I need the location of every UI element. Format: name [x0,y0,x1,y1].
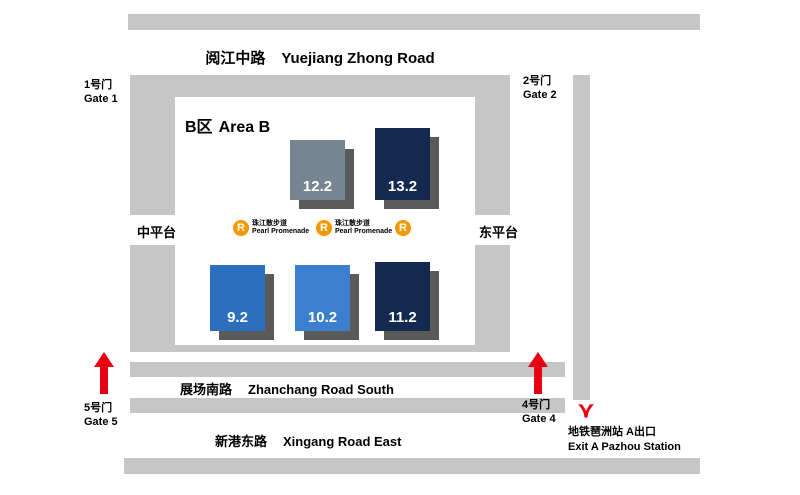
metro-station-en: Exit A Pazhou Station [568,440,681,453]
guangzhou-metro-logo [578,404,594,418]
east-platform-label: 东平台 [479,225,519,240]
hall-10-2-label: 10.2 [307,309,338,326]
metro-station-label: 地铁琶洲站 A出口 Exit A Pazhou Station [568,425,681,455]
gate-5-arrow-icon [94,352,114,394]
promenade-r-icon: R [316,220,332,237]
zhanchang-road-bar-upper [130,362,565,377]
hall-12-2-label: 12.2 [302,178,333,195]
xingang-road-label-zh: 新港东路 [215,434,268,449]
gate-4-en: Gate 4 [522,413,556,426]
area-b-en: Area B [218,119,271,136]
promenade-text: 珠江散步道 Pearl Promenade [335,220,392,236]
yuejiang-road-label: 阅江中路 Yuejiang Zhong Road [130,47,510,68]
xingang-road-label: 新港东路 Xingang Road East [215,431,401,450]
promenade-text-zh: 珠江散步道 [252,220,287,227]
promenade-r-icon: R [395,220,411,236]
promenade-r-icon: R [233,220,249,237]
zhanchang-road-label-en: Zhanchang Road South [248,382,394,397]
hall-11-2: 11.2 [375,262,430,331]
gate-1-label: 1号门 Gate 1 [84,78,118,107]
metro-station-zh: 地铁琶洲站 A出口 [568,426,656,438]
promenade-text-en: Pearl Promenade [252,228,310,236]
gate-4-zh: 4号门 [522,399,551,411]
gate-2-en: Gate 2 [523,89,557,102]
zhanchang-road-label: 展场南路 Zhanchang Road South [180,379,394,398]
gate-4-label: 4号门 Gate 4 [522,398,556,427]
promenade-marker-2: R 珠江散步道 Pearl Promenade [316,220,392,237]
xingang-road-bar [124,458,700,474]
hall-12-2: 12.2 [290,140,345,200]
gate-4-arrow-icon [528,352,548,394]
promenade-text: 珠江散步道 Pearl Promenade [252,220,309,236]
yuejiang-road-label-en: Yuejiang Zhong Road [281,50,435,67]
gate-1-en: Gate 1 [84,93,118,106]
gate-5-en: Gate 5 [84,416,118,429]
gate-2-zh: 2号门 [523,75,552,87]
arrow-head [528,352,548,367]
arrow-head [94,352,114,367]
promenade-marker-3: R [395,220,411,236]
yuejiang-road-label-zh: 阅江中路 [205,50,266,67]
area-b-label: B区 Area B [185,113,270,137]
arrow-stem [100,367,108,394]
hall-9-2: 9.2 [210,265,265,331]
hall-11-2-label: 11.2 [388,309,417,326]
gate-1-zh: 1号门 [84,79,113,91]
area-b-zh: B区 [185,119,213,136]
hall-13-2: 13.2 [375,128,430,200]
hall-13-2-label: 13.2 [387,178,418,195]
gate-5-label: 5号门 Gate 5 [84,401,118,430]
middle-platform-label: 中平台 [137,225,177,240]
xingang-road-label-en: Xingang Road East [283,434,402,449]
yuejiang-road-bar [128,14,700,30]
metro-icon [576,401,596,421]
arrow-stem [534,367,542,394]
gate-5-zh: 5号门 [84,402,113,414]
gate-2-label: 2号门 Gate 2 [523,74,557,103]
zhanchang-road-label-zh: 展场南路 [180,382,233,397]
hall-10-2: 10.2 [295,265,350,331]
promenade-text-zh: 珠江散步道 [335,220,370,227]
hall-9-2-label: 9.2 [227,309,248,326]
zhanchang-road-bar-lower [130,398,565,413]
east-side-road-bar [573,75,590,400]
promenade-marker-1: R 珠江散步道 Pearl Promenade [233,220,309,237]
promenade-text-en: Pearl Promenade [335,228,393,236]
